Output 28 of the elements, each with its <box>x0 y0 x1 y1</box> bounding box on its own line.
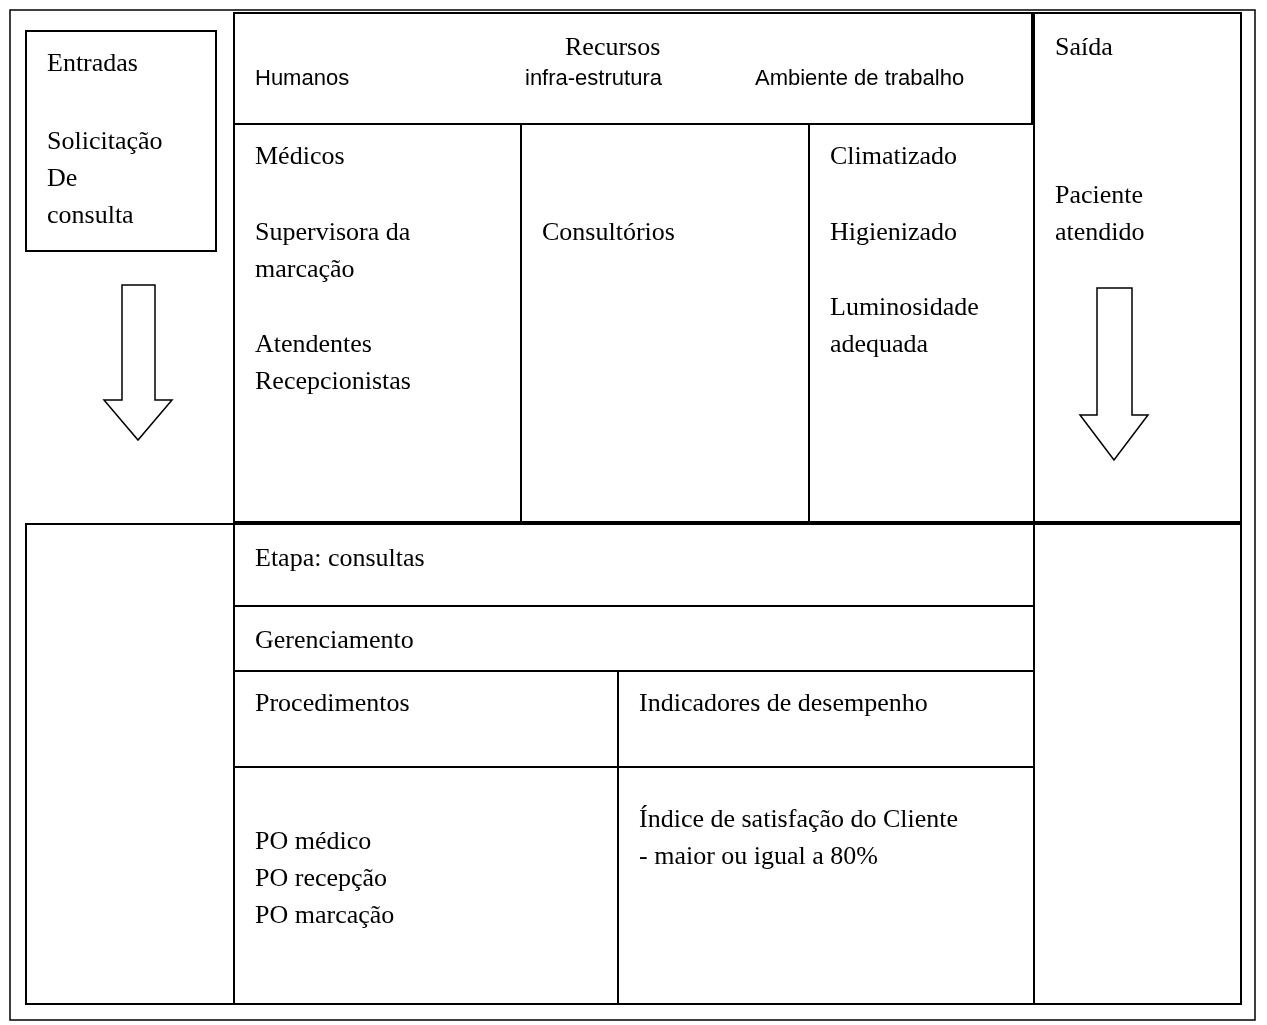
table-cell <box>233 123 522 523</box>
cell-text: Paciente atendido <box>1055 179 1145 248</box>
cell-text: Consultórios <box>542 216 675 248</box>
list-item: PO médico <box>255 825 372 857</box>
table-cell <box>233 12 1033 125</box>
cell-text: Climatizado <box>830 140 958 172</box>
cell-text: Solicitação De consulta <box>47 125 163 231</box>
list-item: PO marcação <box>255 899 395 931</box>
table-cell <box>1033 12 1242 523</box>
column-heading: Humanos <box>255 64 350 92</box>
column-heading: Ambiente de trabalho <box>755 64 965 92</box>
list-item: PO recepção <box>255 862 388 894</box>
heading: Gerenciamento <box>255 624 414 656</box>
cell-text: Supervisora da marcação <box>255 216 412 285</box>
column-heading: Indicadores de desempenho <box>639 687 928 719</box>
heading: Recursos <box>565 31 661 63</box>
cell-text: Higienizado <box>830 216 958 248</box>
cell-text: Atendentes Recepcionistas <box>255 328 411 397</box>
heading: Saída <box>1055 31 1113 63</box>
column-heading: infra-estrutura <box>525 64 662 92</box>
cell-text: Luminosidade adequada <box>830 291 979 360</box>
empty-cell <box>25 523 235 1005</box>
cell-text: Índice de satisfação do Cliente - maior ou igual a 80% <box>639 803 960 872</box>
table-cell <box>25 30 217 252</box>
cell-text: Médicos <box>255 140 345 172</box>
heading: Etapa: consultas <box>255 542 425 574</box>
heading: Entradas <box>47 47 138 79</box>
column-heading: Procedimentos <box>255 687 410 719</box>
